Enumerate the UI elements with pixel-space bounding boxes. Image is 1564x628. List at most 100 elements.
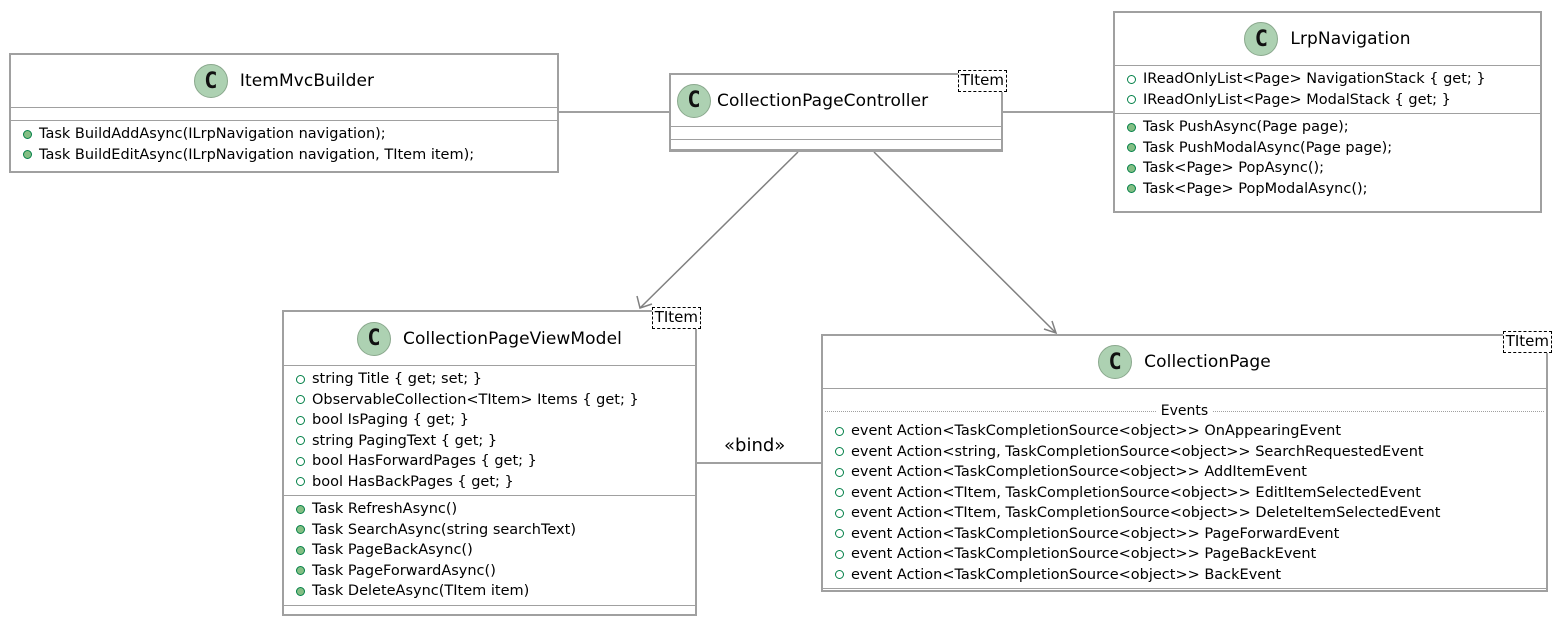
method-row: Task<Page> PopModalAsync(); xyxy=(1115,179,1540,200)
field-row: event Action<TItem, TaskCompletionSource… xyxy=(823,483,1546,504)
method-text: Task BuildAddAsync(ILrpNavigation naviga… xyxy=(39,126,386,142)
method-text: Task<Page> PopAsync(); xyxy=(1143,160,1325,176)
arrowhead-collectionpage xyxy=(1043,320,1058,335)
public-method-icon xyxy=(296,545,305,555)
field-text: event Action<TaskCompletionSource<object… xyxy=(851,525,1340,542)
method-text: Task RefreshAsync() xyxy=(312,501,458,517)
field-text: bool HasBackPages { get; } xyxy=(312,473,514,490)
fields-section xyxy=(671,127,1001,140)
public-method-icon xyxy=(296,566,305,576)
field-text: string Title { get; set; } xyxy=(312,371,482,387)
class-collection-page-controller[interactable]: C CollectionPageController TItem xyxy=(669,70,1007,152)
arrowhead-viewmodel xyxy=(636,295,653,309)
field-text: ObservableCollection<TItem> Items { get;… xyxy=(312,391,639,408)
public-field-icon xyxy=(296,477,305,487)
public-field-icon xyxy=(296,395,305,405)
class-collection-page-view-model[interactable]: C CollectionPageViewModel string Title {… xyxy=(282,307,701,616)
field-text: event Action<TaskCompletionSource<object… xyxy=(851,423,1342,439)
class-lrp-navigation[interactable]: C LrpNavigation IReadOnlyList<Page> Navi… xyxy=(1113,11,1542,213)
method-text: Task<Page> PopModalAsync(); xyxy=(1143,180,1368,197)
method-row: Task PushModalAsync(Page page); xyxy=(1115,138,1540,159)
fields-section xyxy=(11,108,557,121)
public-field-icon xyxy=(296,436,305,446)
field-row: IReadOnlyList<Page> ModalStack { get; } xyxy=(1115,90,1540,111)
method-text: Task BuildEditAsync(ILrpNavigation navig… xyxy=(39,146,475,163)
public-field-icon xyxy=(296,415,305,425)
public-method-icon xyxy=(23,150,32,160)
events-separator: Events xyxy=(823,401,1546,421)
public-method-icon xyxy=(296,586,305,596)
field-row: event Action<TaskCompletionSource<object… xyxy=(823,462,1546,483)
fields-section: IReadOnlyList<Page> NavigationStack { ge… xyxy=(1115,66,1540,114)
field-row: event Action<string, TaskCompletionSourc… xyxy=(823,442,1546,463)
public-field-icon xyxy=(835,508,844,518)
field-text: IReadOnlyList<Page> ModalStack { get; } xyxy=(1143,91,1451,108)
events-section: Events event Action<TaskCompletionSource… xyxy=(823,389,1546,589)
method-row: Task PushAsync(Page page); xyxy=(1115,117,1540,138)
type-parameter: TItem xyxy=(957,70,1007,92)
field-row: event Action<TItem, TaskCompletionSource… xyxy=(823,503,1546,524)
field-row: ObservableCollection<TItem> Items { get;… xyxy=(284,390,695,411)
field-text: string PagingText { get; } xyxy=(312,432,498,449)
class-icon: C xyxy=(677,83,711,118)
class-collection-page[interactable]: C CollectionPage Events event Action<Tas… xyxy=(821,331,1552,592)
field-row: string Title { get; set; } xyxy=(284,369,695,390)
public-method-icon xyxy=(1127,184,1136,194)
class-header: C CollectionPage xyxy=(823,336,1546,389)
edge-controller-viewmodel xyxy=(639,151,799,309)
field-row: bool HasBackPages { get; } xyxy=(284,472,695,493)
public-method-icon xyxy=(1127,143,1136,153)
method-text: Task DeleteAsync(TItem item) xyxy=(312,583,530,599)
method-text: Task PushModalAsync(Page page); xyxy=(1143,139,1393,156)
class-icon: C xyxy=(357,321,392,356)
field-text: IReadOnlyList<Page> NavigationStack { ge… xyxy=(1143,71,1486,87)
method-row: Task PageForwardAsync() xyxy=(284,561,695,582)
public-field-icon xyxy=(1127,95,1136,105)
class-icon: C xyxy=(1098,345,1133,379)
field-text: event Action<TaskCompletionSource<object… xyxy=(851,546,1317,562)
field-row: IReadOnlyList<Page> NavigationStack { ge… xyxy=(1115,69,1540,90)
field-text: event Action<TItem, TaskCompletionSource… xyxy=(851,505,1441,521)
type-parameter: TItem xyxy=(1502,331,1552,353)
field-text: event Action<TaskCompletionSource<object… xyxy=(851,566,1282,583)
methods-section: Task RefreshAsync() Task SearchAsync(str… xyxy=(284,496,695,606)
public-method-icon xyxy=(296,504,305,514)
methods-section: Task BuildAddAsync(ILrpNavigation naviga… xyxy=(11,121,557,168)
method-row: Task<Page> PopAsync(); xyxy=(1115,158,1540,179)
public-method-icon xyxy=(296,525,305,535)
field-text: bool IsPaging { get; } xyxy=(312,412,469,428)
public-method-icon xyxy=(1127,163,1136,173)
public-method-icon xyxy=(1127,122,1136,132)
class-header: C CollectionPageViewModel xyxy=(284,312,695,366)
public-field-icon xyxy=(835,488,844,498)
class-header: C ItemMvcBuilder xyxy=(11,55,557,108)
public-field-icon xyxy=(296,456,305,466)
field-row: event Action<TaskCompletionSource<object… xyxy=(823,544,1546,565)
method-row: Task DeleteAsync(TItem item) xyxy=(284,581,695,602)
public-field-icon xyxy=(835,426,844,436)
class-name: CollectionPageController xyxy=(717,90,929,111)
method-text: Task SearchAsync(string searchText) xyxy=(312,521,576,538)
method-row: Task RefreshAsync() xyxy=(284,499,695,520)
method-row: Task PageBackAsync() xyxy=(284,540,695,561)
public-field-icon xyxy=(835,467,844,477)
class-icon: C xyxy=(193,64,228,98)
method-row: Task BuildAddAsync(ILrpNavigation naviga… xyxy=(11,124,557,145)
public-field-icon xyxy=(835,549,844,559)
public-field-icon xyxy=(835,570,844,580)
field-row: event Action<TaskCompletionSource<object… xyxy=(823,565,1546,586)
bind-label: «bind» xyxy=(724,435,786,456)
method-text: Task PageBackAsync() xyxy=(312,542,473,558)
field-row: string PagingText { get; } xyxy=(284,431,695,452)
class-item-mvc-builder[interactable]: C ItemMvcBuilder Task BuildAddAsync(ILrp… xyxy=(9,53,559,173)
class-name: ItemMvcBuilder xyxy=(239,71,375,91)
field-text: event Action<string, TaskCompletionSourc… xyxy=(851,443,1424,460)
public-field-icon xyxy=(296,374,305,384)
public-field-icon xyxy=(1127,74,1136,84)
class-name: CollectionPageViewModel xyxy=(403,328,622,349)
methods-section xyxy=(671,140,1001,150)
field-row: bool HasForwardPages { get; } xyxy=(284,451,695,472)
field-text: event Action<TItem, TaskCompletionSource… xyxy=(851,484,1421,501)
class-header: C LrpNavigation xyxy=(1115,13,1540,66)
